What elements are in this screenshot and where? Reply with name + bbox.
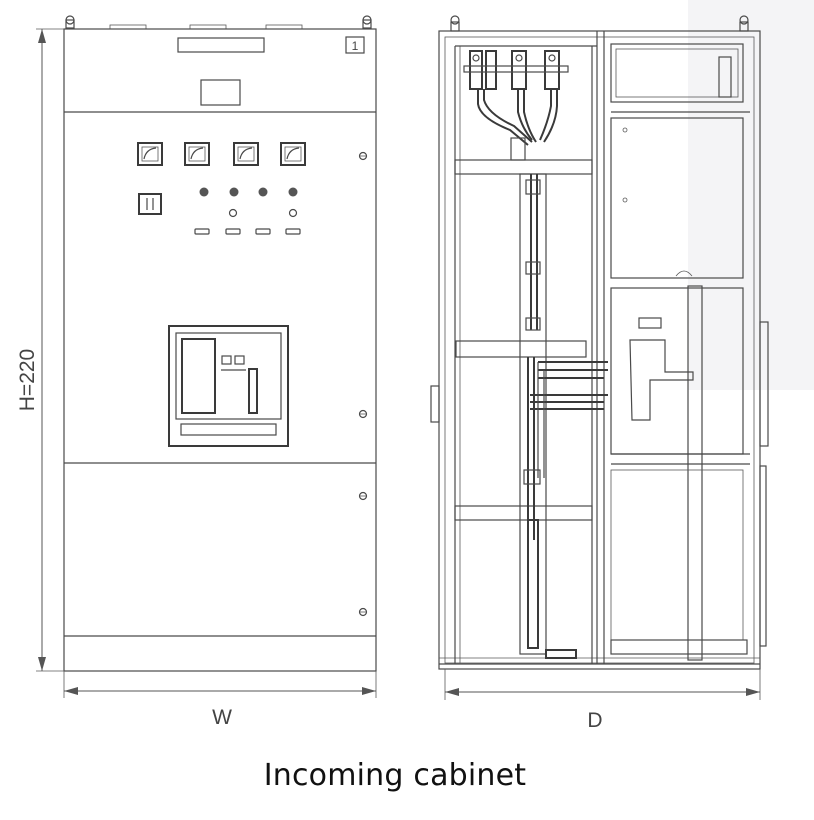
incoming-terminals — [463, 50, 569, 90]
side-plate — [759, 465, 767, 647]
circuit-breaker-icon — [168, 325, 289, 447]
meter-icon — [137, 142, 163, 166]
background-panel — [688, 0, 814, 390]
meter-row — [137, 142, 306, 166]
side-view — [430, 0, 814, 670]
lifting-eye-right — [362, 15, 372, 29]
indicator-lamps — [199, 187, 298, 197]
push-button-icon — [288, 208, 298, 218]
meter-icon — [233, 142, 259, 166]
panel-number: 1 — [352, 39, 359, 53]
front-cabinet-frame — [63, 28, 377, 672]
height-dimension: H=220 — [16, 28, 64, 672]
indicator-lamp-icon — [199, 187, 209, 197]
push-button-icon — [228, 208, 238, 218]
branch-connections — [530, 361, 608, 478]
right-compartments — [610, 43, 750, 661]
side-handle — [759, 321, 769, 447]
front-view: 1 — [63, 15, 377, 672]
busbar-cables — [477, 89, 558, 161]
door-locks — [358, 151, 368, 617]
indicator-lamp-icon — [258, 187, 268, 197]
depth-label: D — [587, 709, 602, 732]
indicator-lamp-icon — [229, 187, 239, 197]
meter-icon — [280, 142, 306, 166]
panel-number-box — [345, 36, 365, 54]
nameplates — [194, 228, 301, 235]
meter-icon — [184, 142, 210, 166]
top-label-plate — [177, 37, 265, 53]
vertical-busbar — [519, 173, 547, 655]
lifting-eye-left — [65, 15, 75, 29]
width-label: W — [212, 706, 232, 729]
busbar-support — [455, 340, 587, 358]
height-label: H=220 — [16, 349, 39, 411]
figure-caption: Incoming cabinet — [263, 758, 527, 793]
top-inspection-window — [200, 79, 241, 106]
depth-dimension: D — [444, 669, 761, 732]
width-dimension: W — [63, 671, 377, 729]
side-handle — [430, 385, 440, 423]
indicator-lamp-icon — [288, 187, 298, 197]
selector-switch-icon — [138, 193, 162, 215]
bottom-tray — [545, 649, 577, 659]
